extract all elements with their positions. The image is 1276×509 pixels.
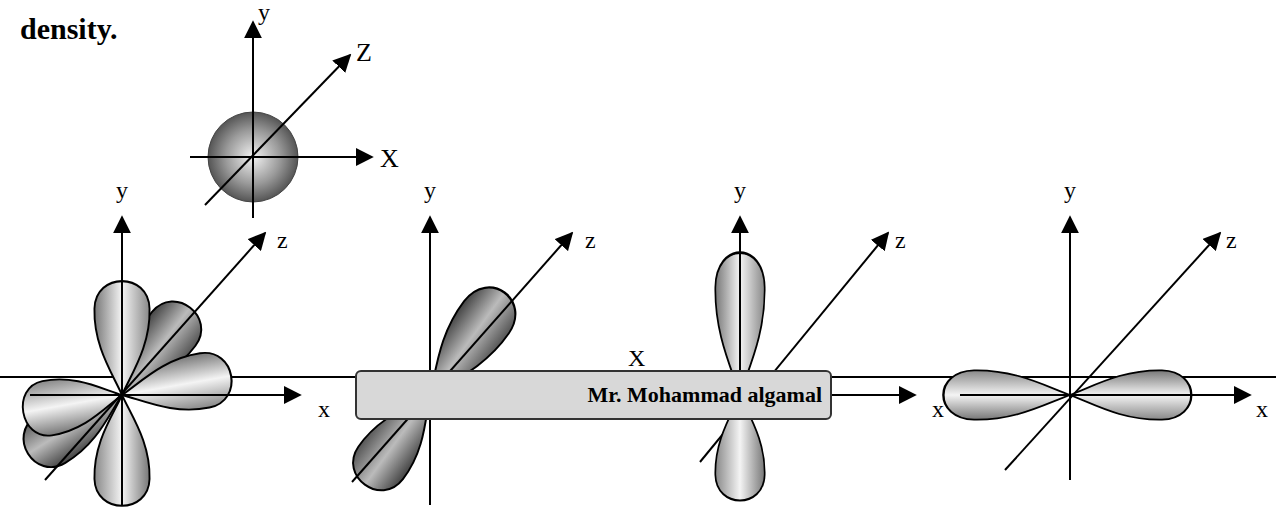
axis-label: z bbox=[585, 228, 596, 252]
axis-label: X bbox=[628, 346, 645, 370]
axis-label: Z bbox=[356, 40, 372, 66]
axis-label: x bbox=[1256, 397, 1268, 421]
watermark-text: Mr. Mohammad algamal bbox=[588, 382, 822, 408]
watermark-box: Mr. Mohammad algamal bbox=[355, 370, 832, 420]
axis-label: X bbox=[380, 146, 399, 172]
axis-label: x bbox=[318, 397, 330, 421]
axis-label: z bbox=[277, 228, 288, 252]
axis-label: z bbox=[1226, 228, 1237, 252]
axis-label: x bbox=[932, 397, 944, 421]
heading-text: density. bbox=[20, 14, 118, 44]
py-orbital bbox=[700, 217, 915, 501]
p-orbitals-combined bbox=[13, 217, 300, 506]
axis-label: y bbox=[258, 0, 270, 24]
axis-label: y bbox=[1064, 178, 1076, 202]
s-orbital bbox=[190, 22, 372, 218]
px-orbital bbox=[943, 217, 1250, 480]
pz-orbital bbox=[343, 217, 622, 505]
axis-label: y bbox=[424, 178, 436, 202]
axis-label: y bbox=[116, 178, 128, 202]
axis-label: z bbox=[895, 228, 906, 252]
axis-label: y bbox=[734, 178, 746, 202]
